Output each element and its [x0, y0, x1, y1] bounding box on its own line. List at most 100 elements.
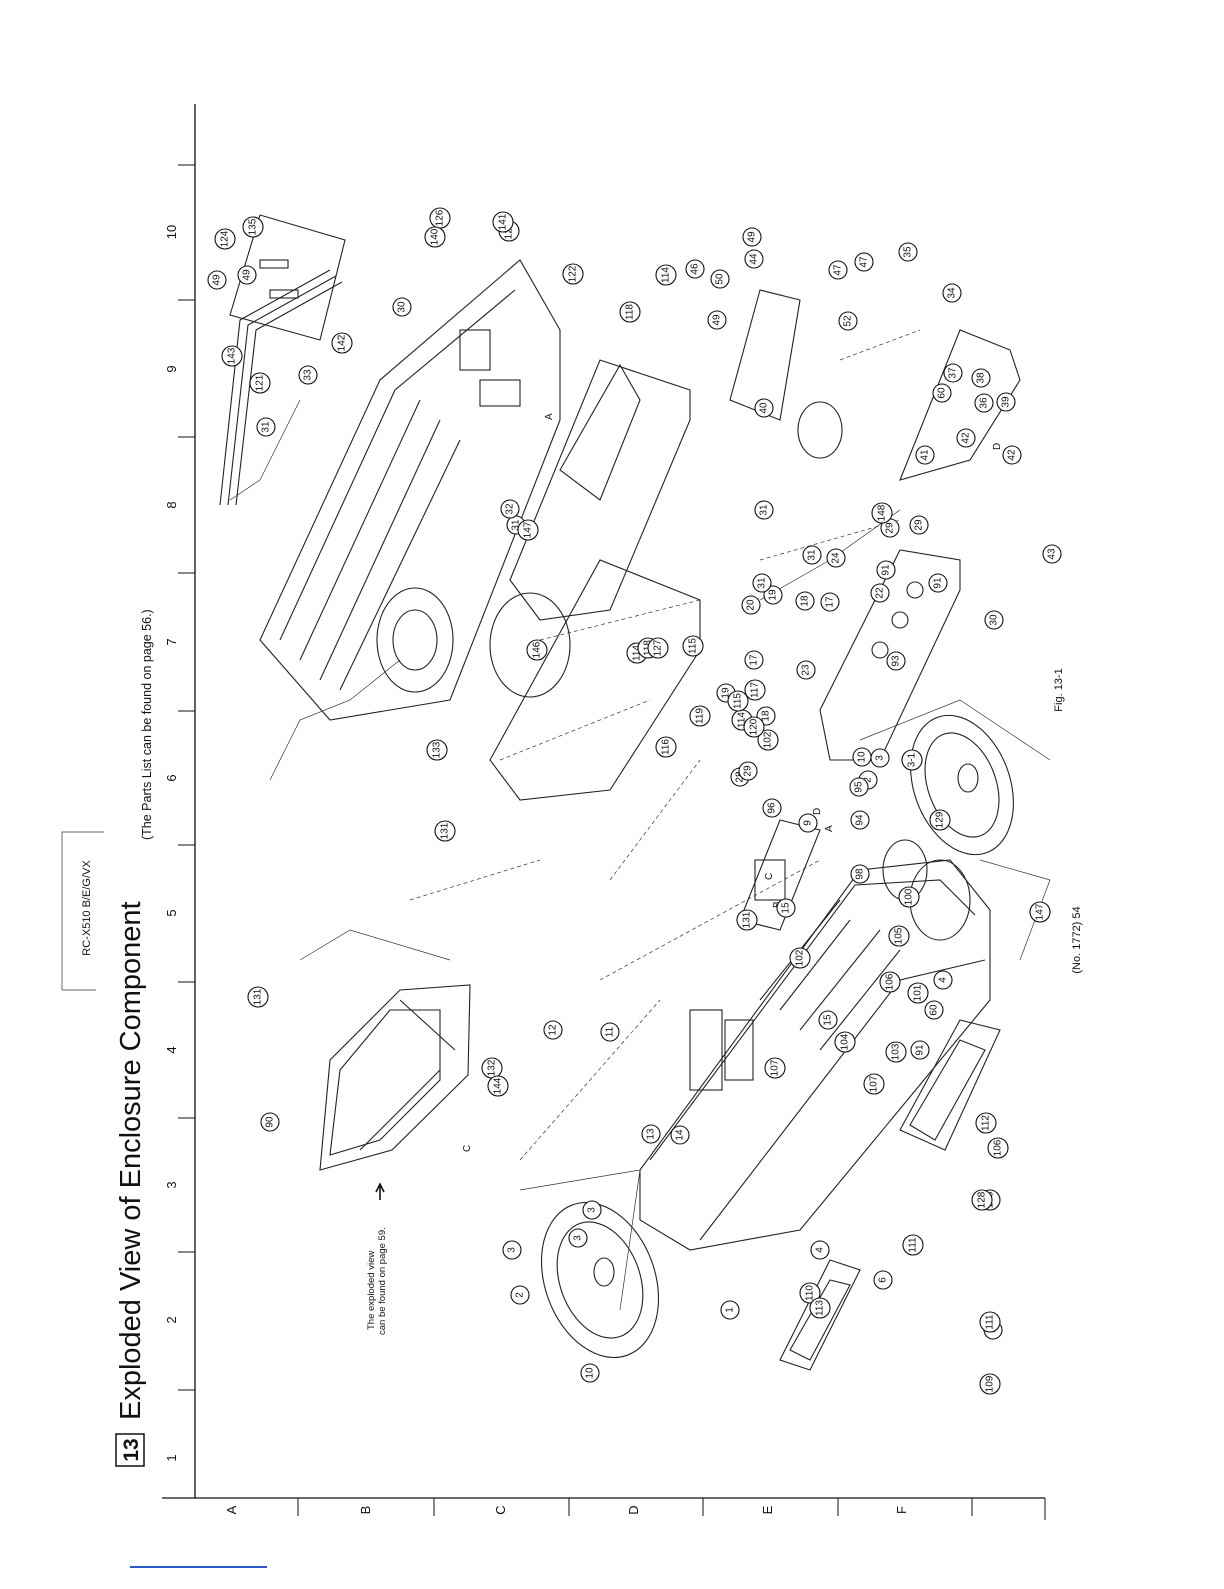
- part-callout: 148: [871, 502, 893, 524]
- callout-number: 10: [857, 751, 868, 763]
- callout-number: 33: [303, 369, 314, 381]
- callout-circle: [568, 1228, 588, 1248]
- col-label: 7: [164, 638, 179, 645]
- part-callout: 91: [876, 560, 896, 580]
- callout-circle: [956, 428, 976, 448]
- callout-number: 1: [725, 1307, 736, 1313]
- callout-circle: [932, 383, 952, 403]
- callout-number: 22: [875, 587, 886, 599]
- callout-number: 114: [632, 645, 643, 661]
- model-box: RC-X510 B/E/G/VX: [61, 831, 104, 991]
- speaker-right: [910, 714, 1014, 856]
- part-callout: 106: [879, 971, 901, 993]
- part-callout: 43: [1042, 544, 1062, 564]
- part-callout: 118: [619, 301, 641, 323]
- callout-number: 13: [646, 1128, 657, 1140]
- part-callout: 143: [221, 345, 243, 367]
- part-callout: 37: [943, 363, 963, 383]
- callout-circle: [871, 502, 893, 524]
- part-callout: 102: [789, 947, 811, 969]
- arrow-icon: [375, 1182, 385, 1200]
- callout-circle: [809, 1297, 831, 1319]
- callout-number: 10: [585, 1367, 596, 1379]
- part-callout: 50: [710, 269, 730, 289]
- part-callout: 12: [543, 1020, 563, 1040]
- callout-number: 101: [913, 984, 924, 1001]
- cassette-housing: [509, 359, 691, 621]
- callout-number: 49: [212, 274, 223, 286]
- part-callout: 13: [641, 1124, 661, 1144]
- part-callout: 102: [757, 729, 779, 751]
- front-cabinet: [639, 839, 991, 1251]
- part-callout: 121: [249, 372, 271, 394]
- part-callout: 141: [492, 211, 514, 233]
- callout-number: 49: [747, 231, 758, 243]
- callout-number: 31: [759, 504, 770, 516]
- part-callout: 49: [207, 270, 227, 290]
- callout-number: 91: [915, 1044, 926, 1056]
- callout-number: 60: [929, 1004, 940, 1016]
- callout-number: 95: [854, 781, 865, 793]
- callout-number: 49: [242, 269, 253, 281]
- callout-circle: [707, 310, 727, 330]
- col-label: 2: [164, 1316, 179, 1323]
- callout-circle: [849, 777, 869, 797]
- callout-circle: [754, 398, 774, 418]
- part-callout: 44: [744, 249, 764, 269]
- reference-note: The exploded view can be found on page 5…: [366, 1182, 388, 1335]
- callout-circle: [738, 761, 758, 781]
- callout-circle: [256, 417, 276, 437]
- part-callout: 122: [562, 263, 584, 285]
- part-callout: 135: [242, 216, 264, 238]
- letter-marker: D: [992, 443, 1003, 450]
- callout-circle: [763, 585, 783, 605]
- callout-number: 124: [220, 230, 231, 247]
- letter-marker: C: [764, 873, 775, 880]
- callout-circle: [214, 228, 236, 250]
- part-callout: 3: [502, 1240, 522, 1260]
- callout-number: 117: [750, 682, 761, 698]
- callout-number: 37: [948, 367, 959, 379]
- callout-number: 118: [625, 304, 636, 320]
- part-callout: 4: [810, 1240, 830, 1260]
- callout-circle: [863, 1073, 885, 1095]
- section-number: 13: [120, 1438, 143, 1461]
- ref-note-line2: can be found on page 59.: [377, 1227, 388, 1335]
- part-callout: 29: [909, 515, 929, 535]
- part-callout: 91: [928, 573, 948, 593]
- callout-number: 129: [935, 811, 946, 828]
- part-callout: 132: [481, 1057, 503, 1079]
- part-callout: 10: [852, 747, 872, 767]
- part-callout: 126: [429, 207, 451, 229]
- callout-number: 29: [885, 522, 896, 534]
- page-footer: (No. 1772) 54: [1071, 906, 1083, 973]
- part-callout: 105: [888, 925, 910, 947]
- letter-marker: A: [824, 825, 835, 832]
- part-callout: 146: [526, 639, 548, 661]
- row-label: C: [493, 1505, 508, 1514]
- callout-circle: [655, 736, 677, 758]
- callout-number: 141: [498, 213, 509, 230]
- callout-number: 14: [675, 1129, 686, 1141]
- callout-number: 106: [885, 973, 896, 990]
- callout-number: 43: [1047, 548, 1058, 560]
- callout-circle: [685, 259, 705, 279]
- callout-number: 47: [859, 256, 870, 268]
- handle: [219, 269, 343, 506]
- callout-number: 93: [891, 655, 902, 667]
- callout-circle: [943, 363, 963, 383]
- callout-number: 11: [605, 1026, 616, 1037]
- part-callout: 112: [975, 1112, 997, 1134]
- main-pcb: [819, 549, 961, 761]
- callout-circle: [543, 1020, 563, 1040]
- part-callout: 93: [886, 651, 906, 671]
- speaker-left: [540, 1201, 660, 1359]
- callout-circle: [776, 898, 796, 918]
- callout-circle: [820, 592, 840, 612]
- part-callout: 30: [392, 297, 412, 317]
- callout-number: 31: [757, 577, 768, 589]
- callout-number: 148: [877, 504, 888, 521]
- callout-number: 3: [875, 755, 886, 761]
- callout-number: 52: [843, 315, 854, 327]
- part-callout: 41: [915, 445, 935, 465]
